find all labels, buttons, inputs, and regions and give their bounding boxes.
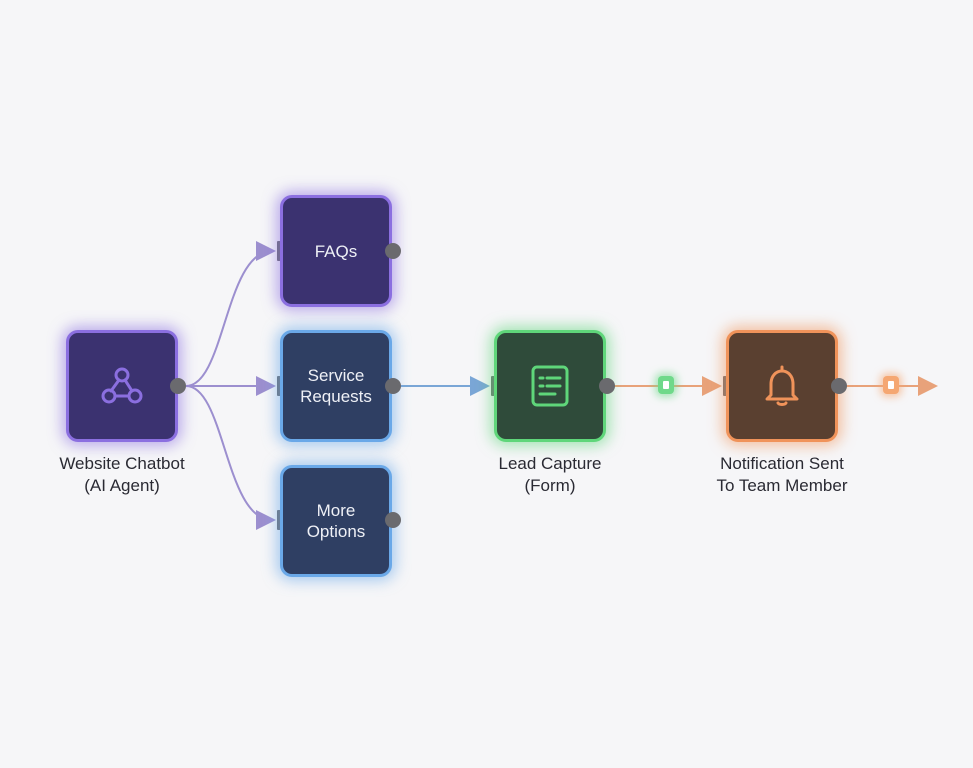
form-icon (531, 365, 569, 407)
node-website-chatbot[interactable] (66, 330, 178, 442)
output-packet-icon (883, 376, 899, 394)
chatbot-caption: Website Chatbot (AI Agent) (59, 454, 185, 495)
service-output-port[interactable] (385, 378, 401, 394)
chatbot-output-port[interactable] (170, 378, 186, 394)
faqs-output-port[interactable] (385, 243, 401, 259)
node-service-requests[interactable]: Service Requests (280, 330, 392, 442)
node-notification[interactable] (726, 330, 838, 442)
notification-caption: Notification Sent To Team Member (716, 454, 848, 495)
lead-capture-caption: Lead Capture (Form) (498, 454, 602, 495)
notification-output-port[interactable] (831, 378, 847, 394)
data-packet-icon (658, 376, 674, 394)
node-lead-capture[interactable] (494, 330, 606, 442)
webhook-icon (101, 367, 143, 404)
edge-chatbot-faqs (185, 241, 276, 387)
bell-icon (765, 365, 799, 406)
lead-output-port[interactable] (599, 378, 615, 394)
service-requests-label: Service Requests (300, 366, 372, 406)
faqs-label: FAQs (314, 241, 358, 261)
node-more-options[interactable]: More Options (280, 465, 392, 577)
more-output-port[interactable] (385, 512, 401, 528)
node-faqs[interactable]: FAQs (280, 195, 392, 307)
edge-chatbot-more (185, 385, 276, 530)
more-options-label: More Options (306, 501, 366, 541)
